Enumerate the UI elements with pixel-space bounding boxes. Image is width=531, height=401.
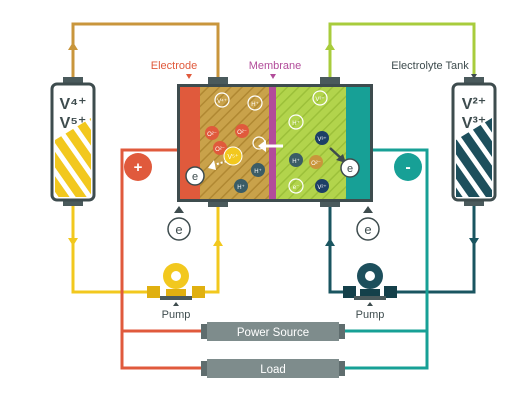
right-pump [343,263,397,306]
left-electrolyte-tank: V⁴⁺ V⁵⁺ [50,77,96,206]
pipe-left-bottom-arrow-2 [213,238,223,246]
svg-text:H⁺: H⁺ [251,101,259,108]
electron-left: e [185,166,205,186]
left-pump-label: Pump [162,309,191,321]
pipe-left-bottom [71,206,220,294]
ion-v4-left: V⁴⁺ [214,92,230,108]
electron-right: e [340,158,360,178]
svg-text:O²⁻: O²⁻ [311,161,321,167]
svg-text:e⁻: e⁻ [293,185,300,191]
power-source-box: Power Source [201,322,345,341]
ion-v3-right-2: V³⁺ [315,131,329,145]
right-tank-ion-bottom: V³⁺ [462,115,486,132]
negative-electrode [346,87,370,199]
pipe-right-bottom [328,206,476,294]
negative-half-cell [276,87,346,199]
right-electrolyte-tank: V²⁺ V³⁺ [451,77,497,206]
ion-h-left-3: H⁺ [234,179,248,193]
ion-v5-left: V⁵⁺ [223,146,243,166]
load-box: Load [201,359,345,378]
svg-text:e: e [175,222,182,237]
load-label: Load [260,364,286,376]
svg-text:H⁺: H⁺ [292,120,300,127]
electron-external-right: e [356,206,380,241]
electrolyte-tank-label: Electrolyte Tank [391,60,469,72]
pipe-left-top [71,22,220,84]
svg-text:O²⁻: O²⁻ [215,147,225,153]
ion-ring-left [252,136,266,150]
svg-text:e: e [192,171,198,183]
ion-h-left-1: H⁺ [247,95,263,111]
electrolyte-tank-pointer [471,74,477,79]
ion-o2-right: O²⁻ [309,155,323,169]
ion-h-right-1: H⁺ [288,114,304,130]
negative-terminal: - [394,153,422,181]
electrode-label: Electrode [151,60,197,72]
svg-text:e: e [364,222,371,237]
ion-h-left-2: H⁺ [251,163,265,177]
ion-o2-left-1: O²⁻ [205,126,219,140]
left-tank-ion-bottom: V⁵⁺ [60,115,87,132]
power-source-label: Power Source [237,327,309,339]
wire-red-outer [120,148,206,370]
membrane-pointer [270,74,276,79]
svg-text:H⁺: H⁺ [254,168,262,175]
svg-text:V³⁺: V³⁺ [315,96,324,103]
left-tank-ion-top: V⁴⁺ [59,96,86,113]
svg-text:O²⁻: O²⁻ [207,132,217,138]
svg-text:+: + [134,159,143,176]
ion-e-right: e⁻ [288,178,304,194]
svg-text:H⁺: H⁺ [292,158,300,165]
right-pump-label: Pump [356,309,385,321]
pipe-right-bottom-arrow-1 [325,238,335,246]
svg-text:-: - [405,159,410,176]
svg-text:H⁺: H⁺ [237,184,245,191]
wire-teal-outer [343,148,429,370]
pipe-left-top-arrow [68,42,78,50]
svg-text:V⁴⁺: V⁴⁺ [217,98,227,105]
left-pump [147,263,205,306]
pipe-right-top [328,22,476,84]
flow-cell [177,77,373,207]
electron-external-left: e [167,206,191,241]
pipe-right-bottom-arrow-2 [469,238,479,246]
svg-text:V⁵⁺: V⁵⁺ [227,153,239,161]
ion-v3-right-1: V³⁺ [312,90,328,106]
electrode-pointer [186,74,192,79]
ion-flow-arrow-left-head [208,160,216,170]
membrane-arrow-head [258,140,266,152]
membrane-label: Membrane [249,60,302,72]
pipe-right-top-arrow [325,42,335,50]
ion-v2-right: V²⁺ [315,179,329,193]
ion-o2-left-2: O²⁻ [235,124,249,138]
pipe-left-bottom-arrow-1 [68,238,78,246]
ion-h-right-2: H⁺ [289,153,303,167]
svg-text:V²⁺: V²⁺ [317,184,326,191]
ion-o2-left-3: O²⁻ [213,141,227,155]
svg-text:e: e [347,163,353,175]
positive-terminal: + [124,153,152,181]
svg-text:V³⁺: V³⁺ [317,136,326,143]
right-tank-ion-top: V²⁺ [462,96,486,113]
membrane-strip [269,87,276,199]
svg-text:O²⁻: O²⁻ [237,130,247,136]
positive-half-cell [200,87,269,199]
